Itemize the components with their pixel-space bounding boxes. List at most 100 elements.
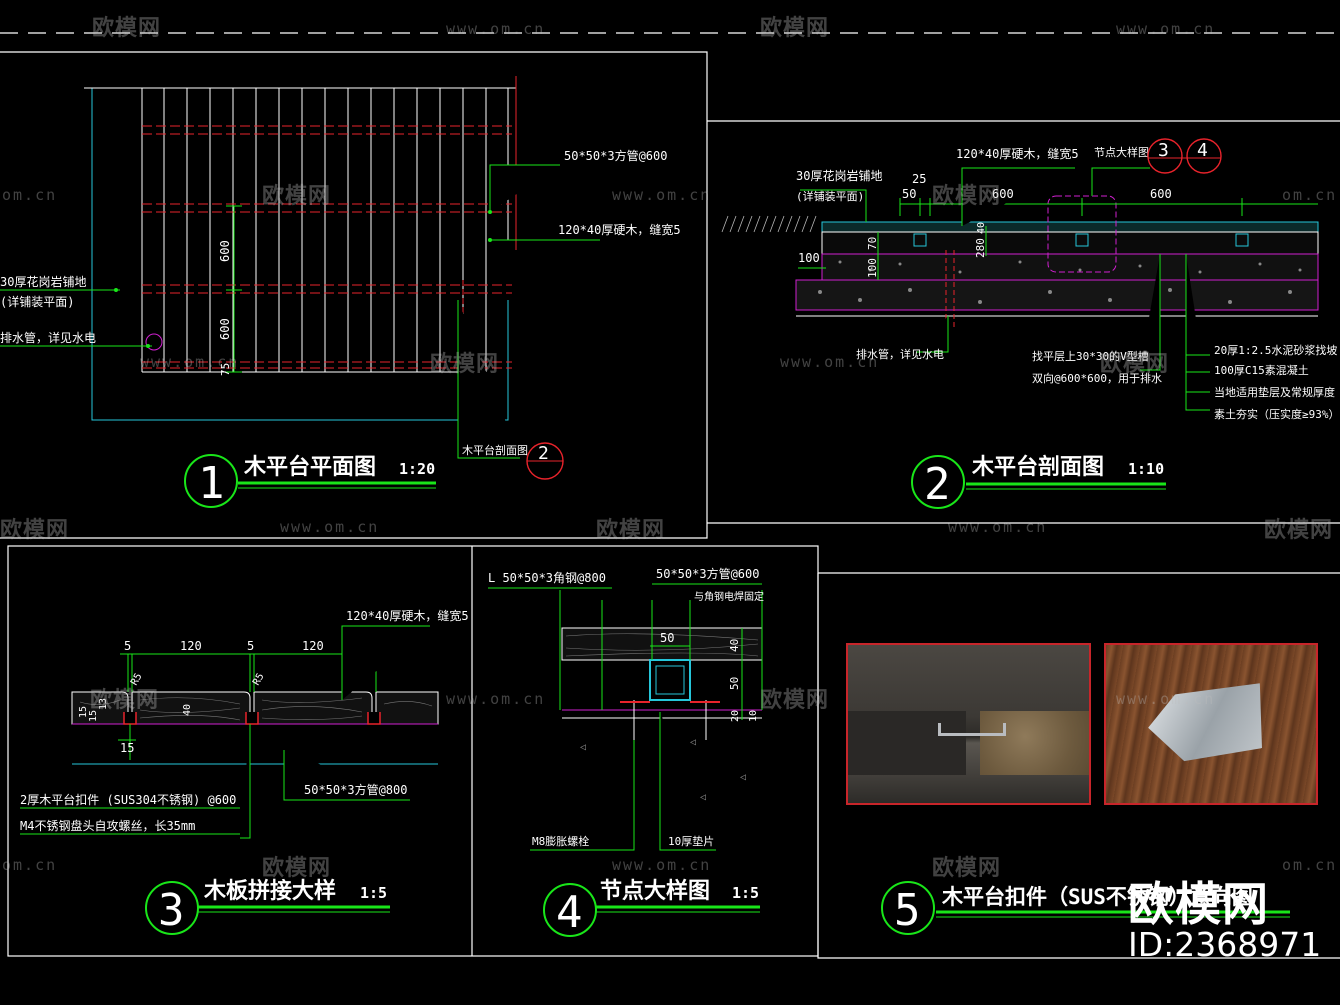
watermark-brand: 欧模网 [90, 688, 160, 713]
clip-title-block: 5 木平台扣件（SUS不锈钢）意向图 [881, 881, 1290, 936]
plan-dim-1: 600 [218, 240, 232, 262]
joint-dim-120a: 120 [180, 639, 202, 653]
section-note-concrete: 100厚C15素混凝土 [1214, 363, 1309, 377]
section-note-mortar: 20厚1:2.5水泥砂浆找坡 [1214, 343, 1337, 357]
section-title-block: 2 木平台剖面图 1:10 [911, 454, 1166, 510]
plan-note-board: 120*40厚硬木，缝宽5 [558, 222, 681, 237]
section-ref-3: 3 [1158, 140, 1169, 161]
watermark-brand: 欧模网 [92, 16, 162, 41]
joint-dim-r5a: R5 [129, 672, 145, 688]
section-view: 25 50 600 600 100 100 70 280 40 120*40厚硬… [721, 138, 1340, 421]
plan-note-section-ref: 木平台剖面图 [462, 443, 528, 457]
svg-text:◁: ◁ [700, 792, 706, 803]
joint-dim-5b: 5 [247, 639, 254, 653]
clip-title-number: 5 [894, 885, 921, 936]
watermark-url: www.om.cn [612, 856, 712, 874]
node-note-bolt: M8膨胀螺栓 [532, 834, 589, 848]
watermark-brand: 欧模网 [1264, 518, 1334, 543]
plan-scale: 1:20 [399, 460, 435, 478]
watermark-url: www.om.cn [1116, 690, 1216, 708]
plan-title-block: 1 木平台平面图 1:20 [184, 454, 436, 509]
plan-title-number: 1 [198, 458, 225, 509]
section-note-drain: 排水管，详见水电 [856, 347, 944, 361]
watermark-brand: 欧模网 [262, 856, 332, 881]
watermark-brand: 欧模网 [760, 16, 830, 41]
section-dim-25: 25 [912, 172, 926, 186]
joint-title-number: 3 [158, 885, 185, 936]
joint-dim-40: 40 [182, 704, 193, 716]
photo-clip [938, 723, 1006, 736]
watermark-brand: 欧模网 [932, 856, 1002, 881]
node-title-number: 4 [556, 887, 583, 938]
svg-text:◁: ◁ [690, 737, 696, 748]
section-note-soil: 素土夯实（压实度≥93%） [1214, 407, 1340, 421]
watermark-url: www.om.cn [446, 20, 546, 38]
photo-clip-closeup [1141, 668, 1279, 779]
watermark-url: om.cn [2, 856, 58, 874]
section-note-node: 节点大样图 [1094, 145, 1149, 159]
watermark-url: om.cn [2, 186, 58, 204]
watermark-brand: 欧模网 [1100, 352, 1170, 377]
joint-detail: 5 120 5 120 R5 R5 15 40 13 15 15 120*40厚… [20, 608, 469, 839]
watermark-url: www.om.cn [948, 518, 1048, 536]
section-note-vgroove2: 双向@600*600，用于排水 [1032, 371, 1162, 385]
brand-logo: 欧模网 [1128, 877, 1269, 931]
section-dim-600a: 600 [992, 187, 1014, 201]
node-note-weld: 与角钢电焊固定 [694, 590, 764, 603]
watermark-url: www.om.cn [280, 518, 380, 536]
plan-note-drain: 排水管，详见水电 [0, 330, 96, 345]
node-detail: ◁◁◁◁◁◁ L 50*50*3角钢@800 50*50*3方管@600 与角钢… [488, 566, 764, 851]
panel-frames [0, 51, 1340, 959]
plan-dim-2: 600 [218, 318, 232, 340]
section-scale: 1:10 [1128, 460, 1164, 478]
watermark-brand: 欧模网 [596, 518, 666, 543]
watermark-url: www.om.cn [446, 690, 546, 708]
section-note-paving: 30厚花岗岩铺地 [796, 168, 882, 183]
watermark-url: www.om.cn [1116, 20, 1216, 38]
joint-note-joist: 50*50*3方管@800 [304, 782, 407, 797]
node-dim-40: 40 [728, 639, 741, 652]
watermark-url: www.om.cn [612, 186, 712, 204]
plan-title: 木平台平面图 [243, 454, 376, 480]
section-dim-40: 40 [976, 222, 987, 234]
joint-title: 木板拼接大样 [203, 878, 336, 904]
node-title: 节点大样图 [600, 878, 710, 904]
section-note-vgroove: 找平层上30*30的V型槽 [1032, 349, 1149, 363]
watermark-brand: 欧模网 [0, 518, 70, 543]
joint-dim-5a: 5 [124, 639, 131, 653]
joint-dim-r5b: R5 [251, 672, 267, 688]
model-id: ID:2368971 [1128, 925, 1322, 964]
joint-dim-120b: 120 [302, 639, 324, 653]
node-dim-50a: 50 [660, 631, 674, 645]
section-note-board: 120*40厚硬木，缝宽5 [956, 146, 1079, 161]
section-dim-50: 50 [902, 187, 916, 201]
section-ref-4: 4 [1197, 140, 1208, 161]
section-title-number: 2 [924, 459, 951, 510]
plan-dim-3: 75 [219, 363, 232, 376]
joint-scale: 1:5 [360, 884, 387, 902]
section-dim-100v: 100 [866, 258, 879, 278]
plan-note-paving-ref: (详铺装平面) [0, 294, 74, 309]
clip-title: 木平台扣件（SUS不锈钢）意向图 [941, 885, 1253, 909]
section-note-cushion: 当地适用垫层及常规厚度 [1214, 385, 1335, 399]
node-dim-20: 20 [730, 710, 741, 722]
watermark-brand: 欧模网 [430, 352, 500, 377]
section-dim-600b: 600 [1150, 187, 1172, 201]
node-dim-50b: 50 [728, 677, 741, 690]
section-dim-70: 70 [866, 237, 879, 250]
plan-note-joist: 50*50*3方管@600 [564, 148, 667, 163]
joint-dim-15c: 15 [78, 706, 89, 718]
plan-note-paving: 30厚花岗岩铺地 [0, 274, 86, 289]
joint-dim-15: 15 [120, 741, 134, 755]
section-title: 木平台剖面图 [971, 454, 1104, 480]
joint-note-board: 120*40厚硬木，缝宽5 [346, 608, 469, 623]
watermark-url: om.cn [1282, 856, 1338, 874]
svg-text:◁: ◁ [580, 742, 586, 753]
watermark-brand: 欧模网 [262, 184, 332, 209]
svg-text:◁: ◁ [740, 772, 746, 783]
joint-dim-13: 13 [98, 698, 109, 710]
joint-dim-15b: 15 [88, 710, 99, 722]
joint-note-screw: M4不锈钢盘头自攻螺丝，长35mm [20, 818, 195, 833]
watermark-brand: 欧模网 [932, 184, 1002, 209]
